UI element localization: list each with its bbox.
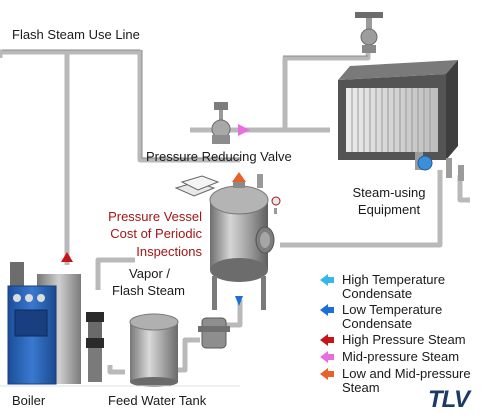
vessel-drain-pipe	[222, 300, 243, 328]
arrow-left-icon	[320, 274, 334, 286]
mid-pressure-arrow-icon	[238, 124, 250, 136]
condensate-pipe	[457, 175, 470, 203]
tlv-logo: TLV	[428, 386, 470, 413]
flash-steam-line-pipe	[0, 49, 70, 265]
flash-steam-use-line-label: Flash Steam Use Line	[12, 27, 140, 42]
cost-periodic-label: Cost of Periodic	[110, 226, 202, 241]
control-valve	[355, 12, 383, 53]
arrow-left-icon	[320, 334, 334, 346]
pressure-vessel-label: Pressure Vessel	[108, 209, 202, 224]
steam-trap	[198, 317, 230, 349]
low-temp-condensate-arrow-icon	[235, 296, 243, 306]
arrow-left-icon	[320, 351, 334, 363]
legend-item-mid-pressure-steam: Mid-pressure Steam	[316, 350, 486, 367]
steam-main-pipe	[95, 257, 135, 290]
feed-water-pump	[86, 312, 104, 382]
high-pressure-arrow-icon	[61, 252, 73, 262]
boiler-label: Boiler	[12, 393, 46, 408]
pipe-network	[0, 40, 470, 375]
inspections-label: Inspections	[136, 244, 202, 259]
flash-steam-label: Flash Steam	[112, 283, 185, 298]
flash-steam-line-top	[2, 49, 240, 163]
steam-using-equipment-label-1: Steam-using	[352, 185, 426, 200]
equipment-return-pipe	[280, 170, 443, 248]
legend-item-high-pressure-steam: High Pressure Steam	[316, 333, 486, 350]
trap-to-tank-pipe	[175, 337, 200, 373]
pressure-vessel	[209, 172, 281, 310]
feed-water-tank	[129, 313, 179, 387]
steam-using-equipment	[338, 60, 464, 181]
pressure-reducing-valve-label: Pressure Reducing Valve	[146, 149, 292, 164]
low-mid-pressure-arrow-icon	[232, 172, 246, 182]
boiler-feed-pipe	[107, 365, 125, 375]
vapor-label: Vapor /	[129, 266, 170, 281]
inspection-papers-icon	[174, 175, 220, 197]
steam-using-equipment-label-2: Equipment	[357, 202, 421, 217]
feed-water-tank-label: Feed Water Tank	[108, 393, 207, 408]
arrow-left-icon	[320, 304, 334, 316]
arrow-left-icon	[320, 368, 334, 380]
boiler	[7, 252, 81, 385]
pressure-reducing-valve	[211, 102, 250, 144]
